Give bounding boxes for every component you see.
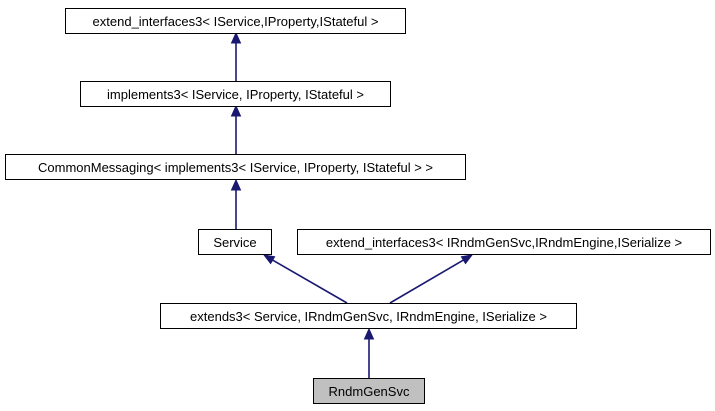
node-extends3[interactable]: extends3< Service, IRndmGenSvc, IRndmEng… bbox=[160, 303, 577, 329]
node-label: implements3< IService, IProperty, IState… bbox=[107, 86, 364, 102]
inheritance-arrow-rndmgensvc-to-extends3 bbox=[363, 327, 375, 378]
node-label: CommonMessaging< implements3< IService, … bbox=[38, 159, 433, 175]
inheritance-arrow-extends3-to-extend-interfaces3 bbox=[389, 254, 474, 304]
node-label: extends3< Service, IRndmGenSvc, IRndmEng… bbox=[190, 308, 547, 324]
node-extend-interfaces3-iservice[interactable]: extend_interfaces3< IService,IProperty,I… bbox=[65, 8, 406, 34]
node-label: RndmGenSvc bbox=[328, 383, 410, 399]
node-extend-interfaces3-irndmgensvc[interactable]: extend_interfaces3< IRndmGenSvc,IRndmEng… bbox=[297, 229, 711, 255]
node-service[interactable]: Service bbox=[198, 229, 272, 255]
inheritance-arrow-extends3-to-service bbox=[262, 254, 348, 304]
node-implements3[interactable]: implements3< IService, IProperty, IState… bbox=[80, 81, 391, 107]
inheritance-arrow-service-to-commonmessaging bbox=[230, 178, 242, 229]
node-label: extend_interfaces3< IService,IProperty,I… bbox=[92, 13, 379, 29]
inheritance-arrow-commonmessaging-to-implements3 bbox=[230, 104, 242, 154]
inheritance-arrow-implements3-to-extend-interfaces3 bbox=[230, 31, 242, 81]
node-label: extend_interfaces3< IRndmGenSvc,IRndmEng… bbox=[325, 234, 683, 250]
node-rndmgensvc: RndmGenSvc bbox=[313, 378, 425, 404]
node-label: Service bbox=[213, 234, 257, 250]
node-commonmessaging[interactable]: CommonMessaging< implements3< IService, … bbox=[5, 154, 466, 180]
